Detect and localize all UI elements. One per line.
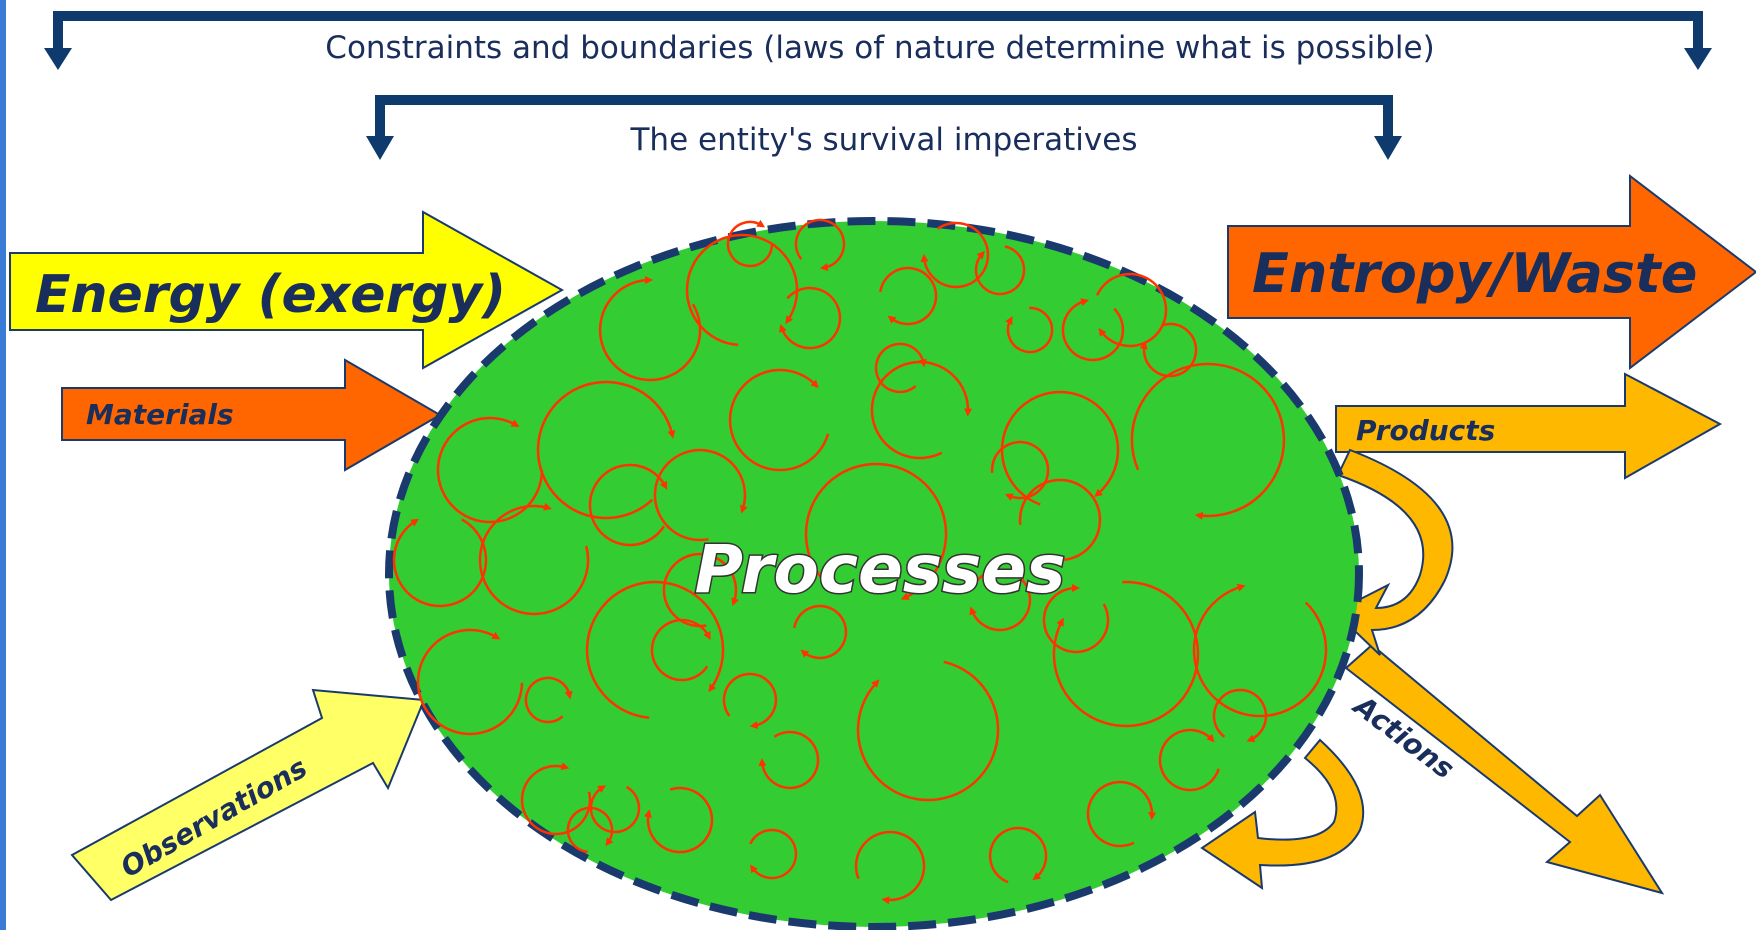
process-loop xyxy=(585,580,725,719)
process-loop xyxy=(1052,580,1200,728)
process-loop xyxy=(662,552,739,628)
process-loop xyxy=(758,730,820,790)
process-loop xyxy=(856,660,1000,802)
entropy-arrow xyxy=(1227,173,1756,371)
process-loop xyxy=(536,380,676,520)
process-loop xyxy=(1005,306,1054,354)
process-loop xyxy=(1000,390,1120,506)
products-feedback-loop xyxy=(1333,448,1454,656)
outer-right-arrowhead xyxy=(1684,48,1712,70)
process-loop xyxy=(1130,362,1286,520)
process-loop xyxy=(524,676,573,724)
inner-right-arrowhead xyxy=(1374,136,1402,160)
process-loop xyxy=(1061,298,1125,362)
process-loop xyxy=(1158,728,1220,792)
process-loop xyxy=(728,368,830,472)
materials-arrow xyxy=(61,358,442,472)
process-loop xyxy=(870,360,973,460)
actions-arrow xyxy=(1344,643,1665,895)
outer-constraint-bracket xyxy=(44,11,1712,70)
outer-left-arrowhead xyxy=(44,48,72,70)
observations-arrow xyxy=(70,688,426,902)
process-loop xyxy=(726,219,774,268)
materials-label: Materials xyxy=(86,398,234,431)
process-loop xyxy=(990,440,1050,501)
process-loop xyxy=(653,448,748,542)
process-loop xyxy=(478,502,590,616)
process-loop xyxy=(1212,688,1268,742)
process-loop xyxy=(854,830,926,905)
process-loop xyxy=(793,604,848,660)
process-loop xyxy=(879,266,938,326)
process-loop xyxy=(974,245,1026,296)
outer-bracket-label: Constraints and boundaries (laws of natu… xyxy=(325,30,1434,66)
left-edge-bar xyxy=(0,0,6,930)
process-loop xyxy=(874,342,927,394)
process-loop xyxy=(588,463,668,547)
energy-arrow xyxy=(9,210,565,370)
processes-label: Processes xyxy=(695,531,1066,608)
process-loop xyxy=(598,276,702,382)
process-loop xyxy=(520,762,592,836)
process-loop xyxy=(392,518,488,608)
inner-imperatives-bracket xyxy=(366,95,1402,160)
process-loop xyxy=(988,826,1048,884)
actions-feedback-loop xyxy=(1200,738,1365,890)
process-loop xyxy=(566,806,614,854)
process-loops xyxy=(392,218,1328,905)
process-loop xyxy=(589,785,641,834)
entropy-label: Entropy/Waste xyxy=(1252,242,1697,305)
process-loop xyxy=(804,462,948,600)
inner-bracket-label: The entity's survival imperatives xyxy=(630,122,1138,158)
process-loop xyxy=(1095,272,1168,348)
process-loop xyxy=(1018,478,1102,563)
process-loop xyxy=(1086,780,1157,848)
process-loop xyxy=(416,628,524,736)
process-loop xyxy=(1042,584,1110,654)
process-loop xyxy=(1139,322,1198,378)
process-loop xyxy=(1192,583,1328,718)
process-loop xyxy=(650,618,711,682)
products-arrow xyxy=(1335,372,1723,480)
products-label: Products xyxy=(1356,414,1495,447)
processes-ellipse xyxy=(385,217,1363,930)
energy-label: Energy (exergy) xyxy=(35,265,506,325)
process-loop xyxy=(722,672,778,730)
process-loop xyxy=(643,786,714,854)
process-loop xyxy=(749,828,798,880)
process-loop xyxy=(779,286,842,350)
process-loop xyxy=(794,218,846,271)
process-loop xyxy=(920,221,990,289)
process-loop xyxy=(969,568,1032,632)
inner-left-arrowhead xyxy=(366,136,394,160)
